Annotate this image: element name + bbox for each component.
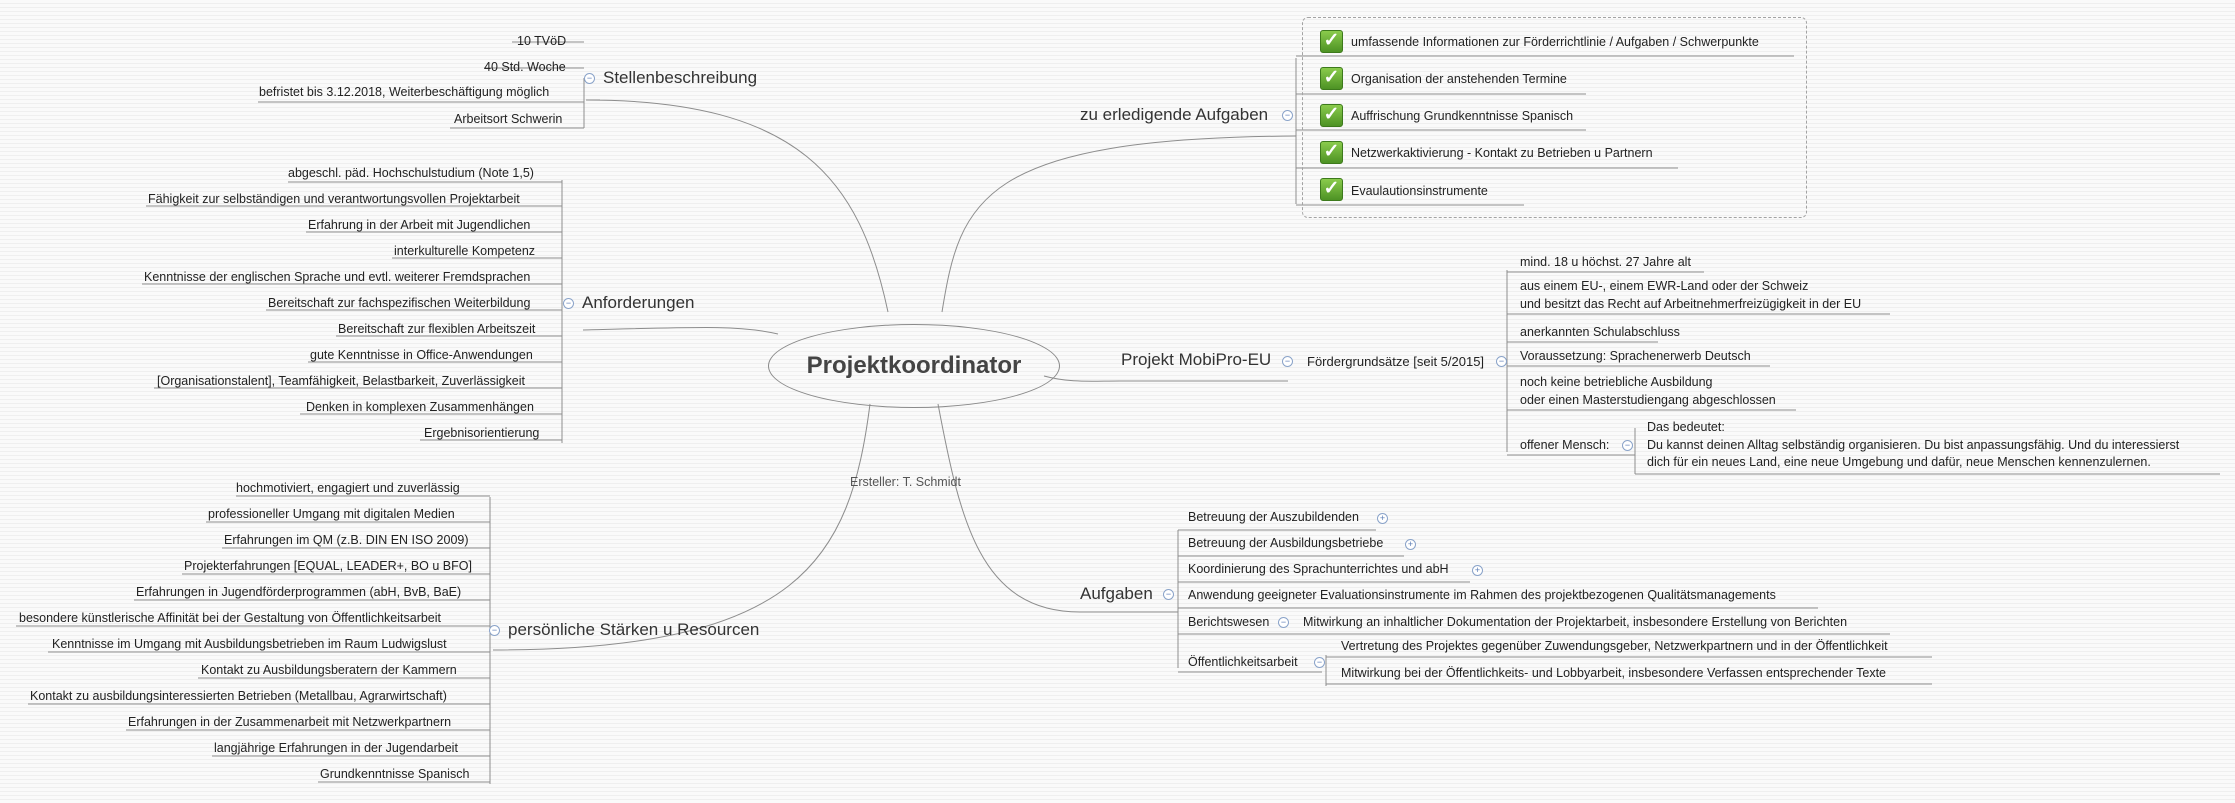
- aufgabe-3[interactable]: Koordinierung des Sprachunterrichtes und…: [1188, 562, 1449, 576]
- foerdergrundsaetze[interactable]: Fördergrundsätze [seit 5/2015]: [1307, 354, 1485, 369]
- checkbox-done-icon[interactable]: ✓: [1320, 104, 1343, 127]
- task-5[interactable]: Evaulautionsinstrumente: [1351, 184, 1488, 198]
- branch-stellenbeschreibung[interactable]: Stellenbeschreibung: [603, 68, 758, 87]
- checkbox-done-icon[interactable]: ✓: [1320, 30, 1343, 53]
- leaf-staerke-4[interactable]: Projekterfahrungen [EQUAL, LEADER+, BO u…: [184, 559, 472, 573]
- leaf-anforderung-1[interactable]: abgeschl. päd. Hochschulstudium (Note 1,…: [288, 166, 534, 180]
- collapse-icon[interactable]: −: [584, 73, 595, 84]
- branch-mobipro[interactable]: Projekt MobiPro-EU: [1121, 350, 1272, 369]
- offener-mensch[interactable]: offener Mensch:: [1520, 438, 1610, 452]
- leaf-stellen-1[interactable]: 10 TVöD: [517, 34, 567, 48]
- branch-zu-erledigen[interactable]: zu erledigende Aufgaben: [1080, 105, 1269, 124]
- branch-anforderungen[interactable]: Anforderungen: [582, 293, 695, 312]
- leaf-staerke-3[interactable]: Erfahrungen im QM (z.B. DIN EN ISO 2009): [224, 533, 469, 547]
- leaf-stellen-4[interactable]: Arbeitsort Schwerin: [454, 112, 563, 126]
- leaf-anforderung-10[interactable]: Denken in komplexen Zusammenhängen: [306, 400, 534, 414]
- oeffentlichkeit-item-1[interactable]: Vertretung des Projektes gegenüber Zuwen…: [1341, 639, 1888, 653]
- mobipro-item-2[interactable]: aus einem EU-, einem EWR-Land oder der S…: [1520, 279, 1862, 311]
- aufgabe-1[interactable]: Betreuung der Auszubildenden: [1188, 510, 1359, 524]
- collapse-icon[interactable]: −: [1278, 617, 1289, 628]
- leaf-anforderung-11[interactable]: Ergebnisorientierung: [424, 426, 540, 440]
- leaf-staerke-11[interactable]: langjährige Erfahrungen in der Jugendarb…: [214, 741, 458, 755]
- leaf-staerke-5[interactable]: Erfahrungen in Jugendförderprogrammen (a…: [136, 585, 462, 599]
- leaf-anforderung-7[interactable]: Bereitschaft zur flexiblen Arbeitszeit: [338, 322, 536, 336]
- oeffentlichkeitsarbeit[interactable]: Öffentlichkeitsarbeit: [1188, 655, 1298, 669]
- leaf-staerke-8[interactable]: Kontakt zu Ausbildungsberatern der Kamme…: [201, 663, 457, 677]
- checkbox-done-icon[interactable]: ✓: [1320, 141, 1343, 164]
- checkbox-done-icon[interactable]: ✓: [1320, 178, 1343, 201]
- mobipro-item-5[interactable]: noch keine betriebliche Ausbildung oder …: [1520, 375, 1776, 407]
- task-1[interactable]: umfassende Informationen zur Förderricht…: [1351, 35, 1759, 49]
- task-4[interactable]: Netzwerkaktivierung - Kontakt zu Betrieb…: [1351, 146, 1653, 160]
- mobipro-item-1[interactable]: mind. 18 u höchst. 27 Jahre alt: [1520, 255, 1691, 269]
- offener-mensch-text[interactable]: Das bedeutet: Du kannst deinen Alltag se…: [1647, 420, 2180, 469]
- leaf-stellen-2[interactable]: 40 Std. Woche: [484, 60, 566, 74]
- collapse-icon[interactable]: −: [1496, 356, 1507, 367]
- leaf-staerke-1[interactable]: hochmotiviert, engagiert und zuverlässig: [236, 481, 460, 495]
- collapse-icon[interactable]: −: [1163, 589, 1174, 600]
- collapse-icon[interactable]: −: [1282, 110, 1293, 121]
- leaf-anforderung-6[interactable]: Bereitschaft zur fachspezifischen Weiter…: [268, 296, 531, 310]
- berichtswesen-item[interactable]: Mitwirkung an inhaltlicher Dokumentation…: [1303, 615, 1848, 629]
- task-2[interactable]: Organisation der anstehenden Termine: [1351, 72, 1567, 86]
- leaf-anforderung-5[interactable]: Kenntnisse der englischen Sprache und ev…: [144, 270, 531, 284]
- task-group-boundary: [1302, 17, 1807, 218]
- leaf-staerke-10[interactable]: Erfahrungen in der Zusammenarbeit mit Ne…: [128, 715, 452, 729]
- berichtswesen[interactable]: Berichtswesen: [1188, 615, 1270, 629]
- collapse-icon[interactable]: −: [563, 298, 574, 309]
- leaf-staerke-12[interactable]: Grundkenntnisse Spanisch: [320, 767, 470, 781]
- aufgabe-4[interactable]: Anwendung geeigneter Evaluationsinstrume…: [1188, 588, 1776, 602]
- aufgabe-2[interactable]: Betreuung der Ausbildungsbetriebe: [1188, 536, 1384, 550]
- collapse-icon[interactable]: −: [1282, 356, 1293, 367]
- collapse-icon[interactable]: −: [489, 625, 500, 636]
- leaf-anforderung-4[interactable]: interkulturelle Kompetenz: [394, 244, 536, 258]
- oeffentlichkeit-item-2[interactable]: Mitwirkung bei der Öffentlichkeits- und …: [1341, 666, 1886, 680]
- collapse-icon[interactable]: −: [1622, 440, 1633, 451]
- central-topic[interactable]: Projektkoordinator: [768, 324, 1060, 408]
- leaf-staerke-2[interactable]: professioneller Umgang mit digitalen Med…: [208, 507, 455, 521]
- leaf-anforderung-9[interactable]: [Organisationstalent], Teamfähigkeit, Be…: [157, 374, 526, 388]
- branch-staerken[interactable]: persönliche Stärken u Resourcen: [508, 620, 760, 639]
- expand-icon[interactable]: +: [1472, 565, 1483, 576]
- leaf-staerke-9[interactable]: Kontakt zu ausbildungsinteressierten Bet…: [30, 689, 447, 703]
- collapse-icon[interactable]: −: [1314, 657, 1325, 668]
- leaf-anforderung-3[interactable]: Erfahrung in der Arbeit mit Jugendlichen: [308, 218, 531, 232]
- task-3[interactable]: Auffrischung Grundkenntnisse Spanisch: [1351, 109, 1574, 123]
- expand-icon[interactable]: +: [1405, 539, 1416, 550]
- leaf-stellen-3[interactable]: befristet bis 3.12.2018, Weiterbeschäfti…: [259, 85, 550, 99]
- checkbox-done-icon[interactable]: ✓: [1320, 67, 1343, 90]
- expand-icon[interactable]: +: [1377, 513, 1388, 524]
- mobipro-item-4[interactable]: Voraussetzung: Sprachenerwerb Deutsch: [1520, 349, 1751, 363]
- leaf-staerke-6[interactable]: besondere künstlerische Affinität bei de…: [19, 611, 442, 625]
- leaf-anforderung-2[interactable]: Fähigkeit zur selbständigen und verantwo…: [148, 192, 520, 206]
- mobipro-item-3[interactable]: anerkannten Schulabschluss: [1520, 325, 1680, 339]
- leaf-anforderung-8[interactable]: gute Kenntnisse in Office-Anwendungen: [310, 348, 533, 362]
- branch-aufgaben[interactable]: Aufgaben: [1080, 584, 1153, 603]
- author-label: Ersteller: T. Schmidt: [850, 475, 961, 489]
- leaf-staerke-7[interactable]: Kenntnisse im Umgang mit Ausbildungsbetr…: [52, 637, 447, 651]
